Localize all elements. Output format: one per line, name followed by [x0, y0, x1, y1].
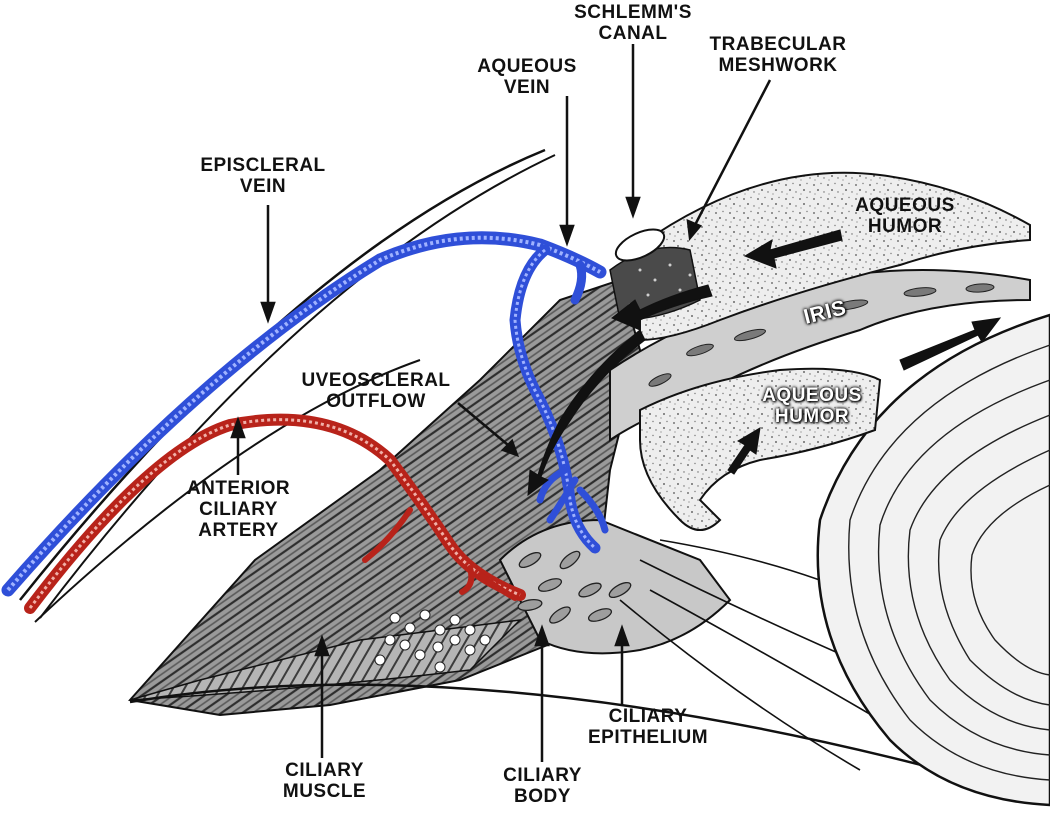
posterior-chamber-base	[129, 683, 1050, 802]
arrow-meshwork-to-canal	[611, 284, 713, 331]
label-trabecular-meshwork: TRABECULAR MESHWORK	[698, 34, 858, 76]
label-episcleral-vein-line2: VEIN	[239, 176, 287, 197]
label-ciliary-epithelium-line1: CILIARY	[608, 706, 688, 727]
label-aqueous-vein-line1: AQUEOUS	[477, 56, 577, 77]
label-aqueous-vein: AQUEOUS VEIN	[467, 56, 587, 98]
label-ciliary-body-line1: CILIARY	[503, 765, 582, 786]
label-uveoscleral-outflow-line1: UVEOSCLERAL	[301, 370, 451, 391]
label-ciliary-muscle-line2: MUSCLE	[282, 781, 367, 802]
label-episcleral-vein: EPISCLERAL VEIN	[188, 155, 338, 197]
label-ciliary-body: CILIARY BODY	[485, 765, 600, 807]
label-ciliary-muscle-line1: CILIARY	[285, 760, 364, 781]
zonule-fibers	[619, 539, 901, 771]
leader-lines	[230, 44, 772, 762]
label-uveoscleral-outflow-line2: OUTFLOW	[326, 391, 426, 412]
iris-stroma	[648, 283, 995, 387]
label-anterior-ciliary-artery-line2: CILIARY	[199, 499, 278, 520]
aqueous-flow-arrows	[527, 229, 1002, 497]
arrow-iris-flow	[899, 317, 1002, 371]
sclera-inner-line	[39, 154, 556, 619]
label-anterior-ciliary-artery-line1: ANTERIOR	[186, 478, 291, 499]
label-episcleral-vein-line1: EPISCLERAL	[200, 155, 326, 176]
label-aqueous-humor-upper: AQUEOUS HUMOR	[840, 195, 970, 237]
label-schlemms-canal-line1: SCHLEMM'S	[574, 2, 692, 23]
label-ciliary-epithelium: CILIARY EPITHELIUM	[578, 706, 718, 748]
label-aqueous-humor-lower-line2: HUMOR	[774, 406, 850, 427]
vein-to-canal	[570, 260, 587, 305]
label-ciliary-epithelium-line2: EPITHELIUM	[587, 727, 709, 748]
label-schlemms-canal: SCHLEMM'S CANAL	[563, 2, 703, 44]
anterior-chamber-upper	[639, 171, 1031, 342]
label-trabecular-meshwork-line1: TRABECULAR	[709, 34, 847, 55]
label-uveoscleral-outflow: UVEOSCLERAL OUTFLOW	[296, 370, 456, 412]
lens	[816, 313, 1050, 807]
label-aqueous-humor-lower-line1: AQUEOUS	[762, 385, 862, 406]
label-aqueous-humor-upper-line2: HUMOR	[867, 216, 943, 237]
label-aqueous-humor-upper-line1: AQUEOUS	[855, 195, 955, 216]
schlemms-canal-shape	[614, 228, 666, 262]
label-schlemms-canal-line2: CANAL	[598, 23, 668, 44]
label-ciliary-body-line2: BODY	[514, 786, 571, 807]
circular-muscle-fibers	[374, 609, 491, 673]
posterior-chamber	[639, 367, 882, 531]
label-aqueous-humor-lower: AQUEOUS HUMOR	[747, 385, 877, 427]
artery-branches	[362, 507, 518, 601]
label-anterior-ciliary-artery-line3: ARTERY	[198, 520, 279, 541]
arrow-uveoscleral	[527, 329, 646, 497]
label-ciliary-muscle: CILIARY MUSCLE	[267, 760, 382, 802]
label-anterior-ciliary-artery: ANTERIOR CILIARY ARTERY	[176, 478, 301, 541]
label-trabecular-meshwork-line2: MESHWORK	[718, 55, 838, 76]
ciliary-processes	[517, 550, 632, 624]
arrow-humor-to-meshwork	[743, 229, 843, 269]
arrow-lower-humor	[727, 427, 761, 475]
aqueous-vein-branch	[536, 466, 609, 534]
label-aqueous-vein-line2: VEIN	[503, 77, 551, 98]
